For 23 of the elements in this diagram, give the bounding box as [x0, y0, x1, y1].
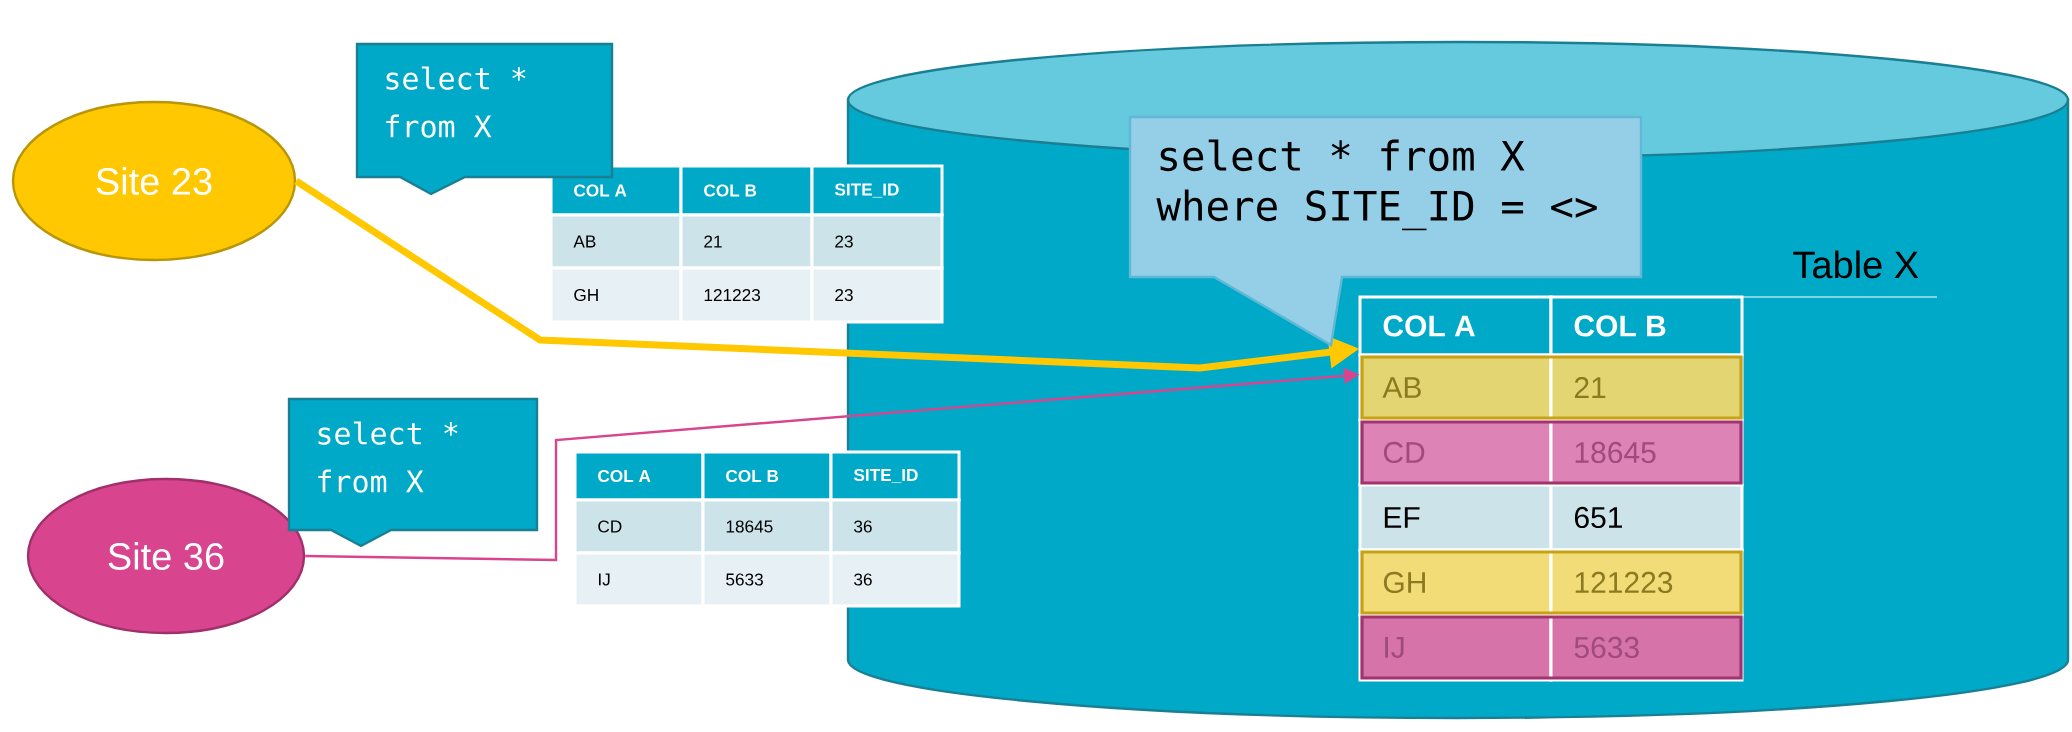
table-cell: GH — [549, 266, 683, 324]
table-cell: EF — [1358, 483, 1553, 552]
table-cell: 23 — [810, 213, 944, 270]
table-cell: CD — [573, 498, 705, 555]
header-cell: COL B — [679, 164, 814, 217]
table-cell: 36 — [829, 498, 961, 555]
header-cell: COL A — [573, 450, 705, 502]
table-cell: 5633 — [701, 551, 833, 608]
header-cell: SITE_ID — [810, 164, 944, 217]
table-cell: AB — [549, 213, 683, 270]
table-cell: 121223 — [679, 266, 814, 324]
table-cell: 21 — [679, 213, 814, 270]
table-cell: IJ — [573, 551, 705, 608]
table-cell: 36 — [829, 551, 961, 608]
header-cell: COL B — [701, 450, 833, 502]
header-cell: COL B — [1549, 295, 1744, 357]
table-title: Table X — [1793, 250, 1919, 279]
header-cell: COL A — [1358, 295, 1553, 357]
table-cell: 651 — [1549, 483, 1744, 552]
table-cell: 23 — [810, 266, 944, 324]
table-cell: 18645 — [701, 498, 833, 555]
header-cell: SITE_ID — [829, 450, 961, 502]
speech-bubble: select * from X — [287, 397, 539, 548]
